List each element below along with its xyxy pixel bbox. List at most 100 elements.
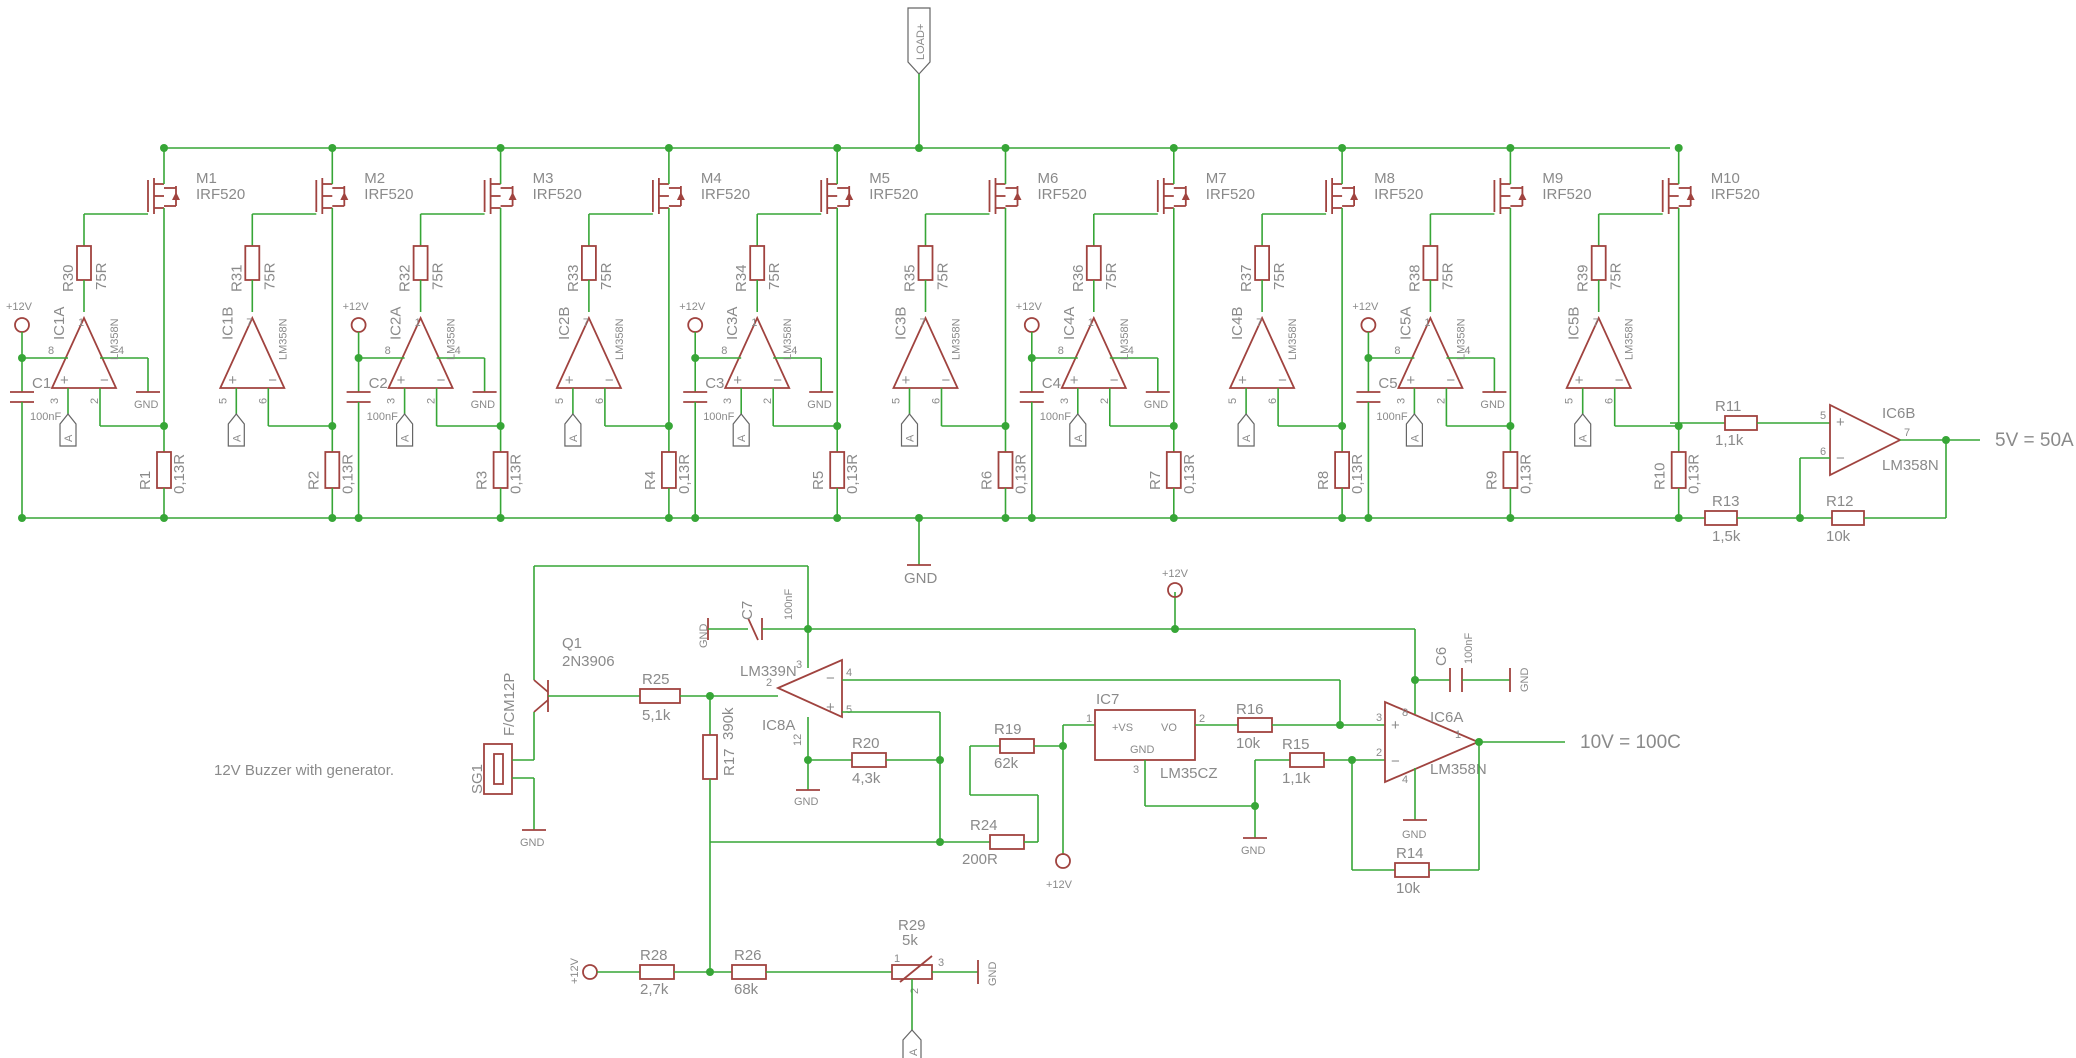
opamp-outpin-10: 7 xyxy=(1593,317,1599,329)
r25-body xyxy=(639,688,681,704)
a-port-9: A xyxy=(1409,434,1421,442)
opamp-name-10: IC5B xyxy=(1566,307,1583,340)
load-label: LOAD+ xyxy=(915,24,927,60)
sense-res-value-1: 0,13R xyxy=(171,454,188,494)
mosfet-value-3: IRF520 xyxy=(533,186,582,203)
opamp-minus-2: − xyxy=(268,372,277,389)
r15-value: 1,1k xyxy=(1282,770,1311,787)
r14-body xyxy=(1394,862,1430,878)
opamp-pluspin-7: 3 xyxy=(1059,398,1071,404)
opamp-value-1: LM358N xyxy=(109,318,121,360)
pin8-3: 8 xyxy=(385,345,391,357)
opamp-value-8: LM358N xyxy=(1287,318,1299,360)
ic8a-pin12: 12 xyxy=(792,734,804,746)
r19-name: R19 xyxy=(994,721,1022,738)
opamp-minus-10: − xyxy=(1615,372,1624,389)
a-label-bottom: A xyxy=(908,1048,920,1056)
mosfet-value-5: IRF520 xyxy=(869,186,918,203)
opamp-value-10: LM358N xyxy=(1624,318,1636,360)
ic8a-pin2: 2 xyxy=(766,677,772,689)
sense-res-value-4: 0,13R xyxy=(676,454,693,494)
opamp-value-2: LM358N xyxy=(277,318,289,360)
q1-name: Q1 xyxy=(562,635,582,652)
ic7-pin2: 2 xyxy=(1199,713,1205,725)
opamp-outpin-4: 7 xyxy=(583,317,589,329)
gate-resistor-10 xyxy=(1590,245,1607,281)
mosfet-name-8: M8 xyxy=(1374,170,1395,187)
stage-3 xyxy=(346,144,517,522)
ic6a-symbol xyxy=(1384,700,1481,784)
opamp-value-9: LM358N xyxy=(1455,318,1467,360)
v12-stage-7: +12V xyxy=(1016,301,1043,313)
r26-value: 68k xyxy=(734,981,759,998)
opamp-plus-4: + xyxy=(565,372,574,389)
r12-body xyxy=(1831,510,1865,526)
r17-body xyxy=(702,734,718,780)
r16-body xyxy=(1237,717,1273,733)
pin4-1: 4 xyxy=(118,345,124,357)
opamp-outpin-7: 1 xyxy=(1088,317,1094,329)
sense-res-value-3: 0,13R xyxy=(508,454,525,494)
opamp-minuspin-1: 2 xyxy=(89,398,101,404)
sense-resistor-4 xyxy=(661,451,677,489)
sg1-value: F/CM12P xyxy=(501,673,518,736)
opamp-name-1: IC1A xyxy=(51,307,68,340)
gnd-label-pot: GND xyxy=(987,962,999,987)
ic6b-plus: + xyxy=(1836,414,1845,431)
ic6a-name: IC6A xyxy=(1430,709,1463,726)
sense-resistor-6 xyxy=(997,451,1014,489)
gate-res-name-10: R39 xyxy=(1575,264,1592,292)
opamp-1 xyxy=(50,315,118,389)
r11-name: R11 xyxy=(1715,398,1741,415)
c7-name: C7 xyxy=(739,601,756,620)
ic8a-pin5: 5 xyxy=(846,704,852,716)
ic6a-pin2: 2 xyxy=(1376,747,1382,759)
r29-name: R29 xyxy=(898,917,926,934)
r14-name: R14 xyxy=(1396,845,1424,862)
gate-res-name-4: R33 xyxy=(565,264,582,292)
mosfet-name-6: M6 xyxy=(1038,170,1059,187)
opamp-name-3: IC2A xyxy=(388,307,405,340)
mosfet-name-3: M3 xyxy=(533,170,554,187)
mosfet-name-10: M10 xyxy=(1711,170,1740,187)
gate-resistor-9 xyxy=(1422,245,1439,281)
stage-9 xyxy=(1356,144,1527,522)
sense-res-name-2: R2 xyxy=(305,471,322,490)
stage-5 xyxy=(683,144,854,522)
opamp-minus-1: − xyxy=(100,372,109,389)
opamp-value-4: LM358N xyxy=(614,318,626,360)
ic6b-value: LM358N xyxy=(1882,457,1939,474)
sense-res-name-3: R3 xyxy=(474,471,491,490)
opamp-9 xyxy=(1396,315,1464,389)
gate-res-value-2: 75R xyxy=(261,262,278,290)
stage-2 xyxy=(218,144,349,522)
cap-name-9: C5 xyxy=(1378,375,1397,392)
a-port-6: A xyxy=(905,434,917,442)
cap-value-7: 100nF xyxy=(1040,411,1071,423)
sense-res-value-6: 0,13R xyxy=(1013,454,1030,494)
ic7-pin3: 3 xyxy=(1133,764,1139,776)
ic6a-plus: + xyxy=(1391,717,1400,734)
r16-name: R16 xyxy=(1236,701,1264,718)
gate-res-value-8: 75R xyxy=(1271,262,1288,290)
opamp-6 xyxy=(892,315,959,389)
v12-stage-1: +12V xyxy=(6,301,33,313)
mosfet-value-10: IRF520 xyxy=(1711,186,1760,203)
opamp-value-5: LM358N xyxy=(782,318,794,360)
r24-name: R24 xyxy=(970,817,998,834)
ic8a-symbol xyxy=(775,658,843,719)
gnd-stage-9: GND xyxy=(1480,399,1505,411)
opamp-minus-8: − xyxy=(1278,372,1287,389)
opamp-10 xyxy=(1565,315,1633,389)
opamp-name-9: IC5A xyxy=(1397,307,1414,340)
r13-name: R13 xyxy=(1712,493,1740,510)
r28-value: 2,7k xyxy=(640,981,669,998)
gnd-label-buzzer: GND xyxy=(520,837,545,849)
r25-name: R25 xyxy=(642,671,670,688)
a-port-5: A xyxy=(736,434,748,442)
stage-7 xyxy=(1019,144,1190,522)
v12-stage-3: +12V xyxy=(343,301,370,313)
opamp-name-2: IC1B xyxy=(219,307,236,340)
r29-pin1: 1 xyxy=(894,953,900,965)
